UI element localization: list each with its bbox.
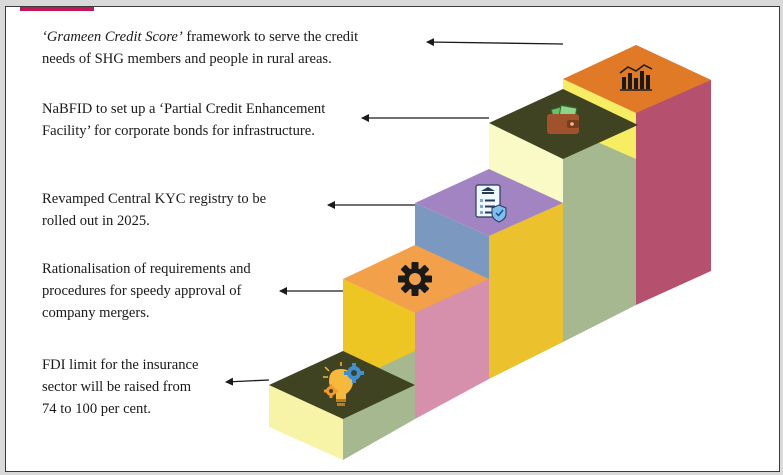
arrow-step-1 — [225, 377, 270, 386]
arrow-step-5 — [426, 38, 564, 47]
label-step-5-rest: framework to serve the credit — [182, 29, 359, 45]
label-step-5: ‘Grameen Credit Score’ framework to serv… — [42, 26, 358, 70]
step-2-side — [415, 279, 489, 419]
label-step-3-line1: Revamped Central KYC registry to be — [42, 191, 267, 207]
label-step-1-line2: sector will be raised from — [42, 379, 192, 395]
label-step-1: FDI limit for the insurance sector will … — [42, 354, 198, 420]
label-step-2: Rationalisation of requirements and proc… — [42, 258, 251, 324]
wallet-money-icon — [547, 104, 579, 134]
label-step-5-line2: needs of SHG members and people in rural… — [42, 51, 332, 67]
label-step-3-line2: rolled out in 2025. — [42, 213, 150, 229]
label-step-5-emphasis: ‘Grameen Credit Score’ — [42, 29, 183, 45]
gear-icon — [398, 262, 432, 296]
step-1-front — [269, 385, 343, 460]
label-step-2-line2: procedures for speedy approval of — [42, 283, 242, 299]
bar-chart-trend-icon — [619, 64, 653, 91]
step-5-side — [636, 45, 711, 305]
bank-checklist-shield-icon — [475, 184, 507, 223]
label-step-4-line1: NaBFID to set up a ‘Partial Credit Enhan… — [42, 101, 326, 117]
label-step-4-line2: Facility’ for corporate bonds for infras… — [42, 123, 315, 139]
staircase-illustration — [225, 38, 711, 460]
label-step-4: NaBFID to set up a ‘Partial Credit Enhan… — [42, 98, 325, 142]
label-step-1-line1: FDI limit for the insurance — [42, 357, 199, 373]
label-step-1-line3: 74 to 100 per cent. — [42, 401, 152, 417]
step-4-side — [563, 127, 636, 342]
label-step-2-line1: Rationalisation of requirements and — [42, 261, 251, 277]
label-step-2-line3: company mergers. — [42, 305, 150, 321]
lightbulb-gears-icon — [323, 362, 364, 406]
diagram-frame: ‘Grameen Credit Score’ framework to serv… — [5, 6, 780, 472]
header-accent-bar — [20, 7, 94, 11]
label-step-3: Revamped Central KYC registry to be roll… — [42, 188, 266, 232]
step-3-side — [489, 203, 563, 379]
